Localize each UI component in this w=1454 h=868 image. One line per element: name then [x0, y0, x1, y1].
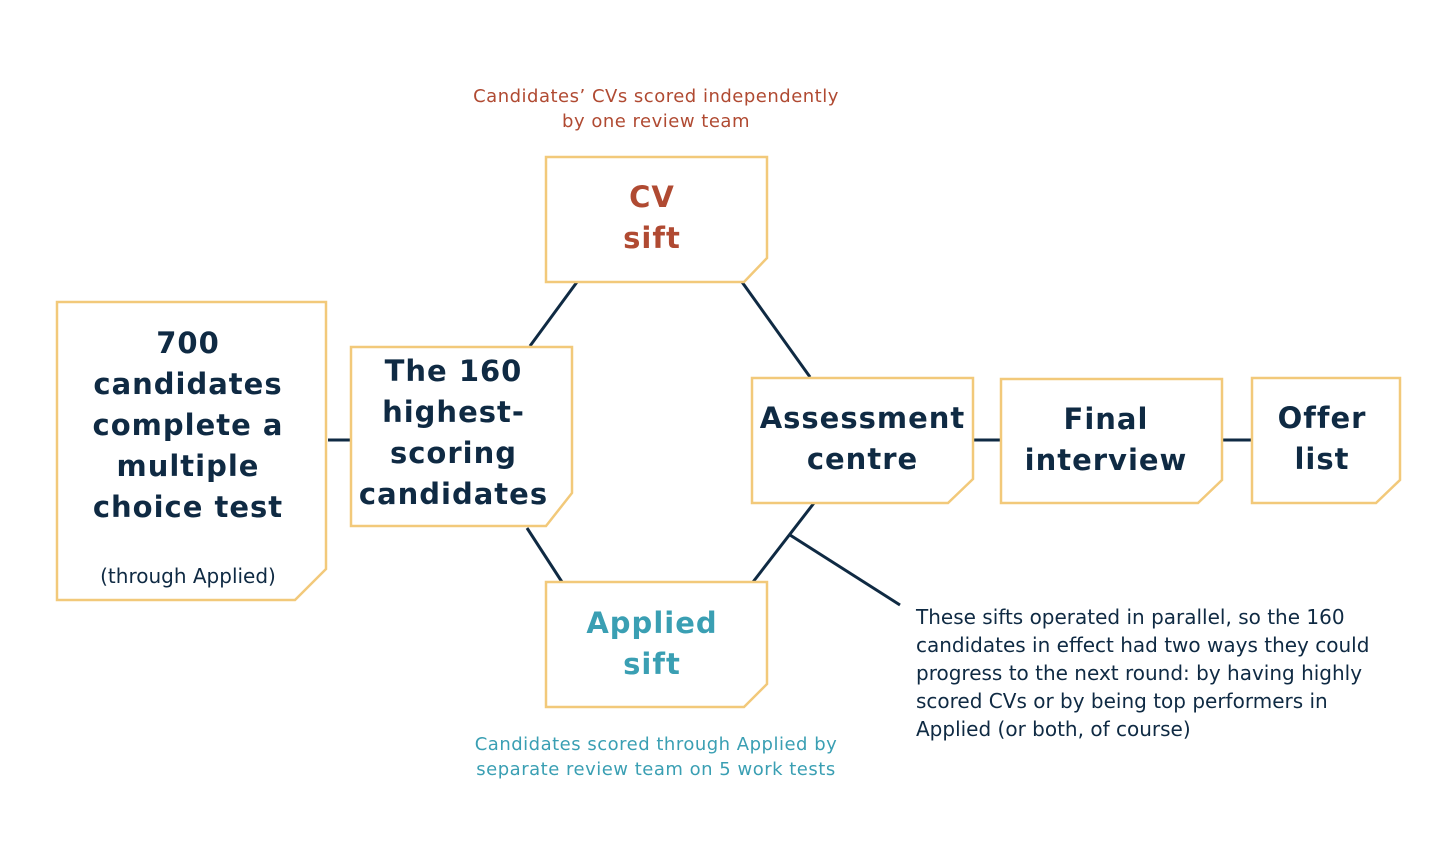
box-title: Applied sift — [586, 606, 718, 681]
parallel-sifts-callout: These sifts operated in parallel, so the… — [916, 605, 1370, 741]
box-title: Offer list — [1277, 401, 1367, 476]
connector-cv-to-assessment — [740, 281, 812, 378]
box-outlines — [55, 155, 1402, 709]
box-title: Assessment centre — [759, 401, 966, 476]
connector-top160-to-cv — [528, 281, 579, 347]
box-outline-final — [999, 377, 1224, 505]
box-outline-applied — [544, 580, 769, 709]
cv-sift-note: Candidates’ CVs scored independently by … — [473, 86, 839, 132]
box-outline-top160 — [349, 345, 574, 528]
box-outline-cv — [544, 155, 769, 284]
box-outline-offer — [1250, 376, 1402, 505]
box-outline-test — [55, 300, 328, 602]
connector-top160-to-applied — [525, 527, 564, 583]
box-subtitle: (through Applied) — [100, 563, 276, 588]
box-title: CV sift — [623, 180, 681, 255]
box-cv-sift: CV sift — [546, 157, 758, 279]
box-final-interview: Final interview — [1001, 379, 1211, 501]
box-multiple-choice-test: 700 candidates complete a multiple choic… — [57, 320, 319, 590]
box-assessment-centre: Assessment centre — [752, 378, 973, 500]
callout-pointer — [789, 533, 901, 607]
applied-sift-note: Candidates scored through Applied by sep… — [474, 734, 838, 780]
box-offer-list: Offer list — [1252, 378, 1392, 500]
connectors — [328, 281, 1252, 607]
box-applied-sift: Applied sift — [546, 583, 758, 705]
box-title: The 160 highest- scoring candidates — [358, 354, 549, 511]
box-outline-assessment — [750, 376, 975, 505]
box-top-160: The 160 highest- scoring candidates — [351, 347, 556, 519]
connector-applied-to-assessment — [751, 502, 816, 583]
box-title: 700 candidates complete a multiple choic… — [92, 325, 284, 524]
box-title: Final interview — [1024, 402, 1188, 477]
